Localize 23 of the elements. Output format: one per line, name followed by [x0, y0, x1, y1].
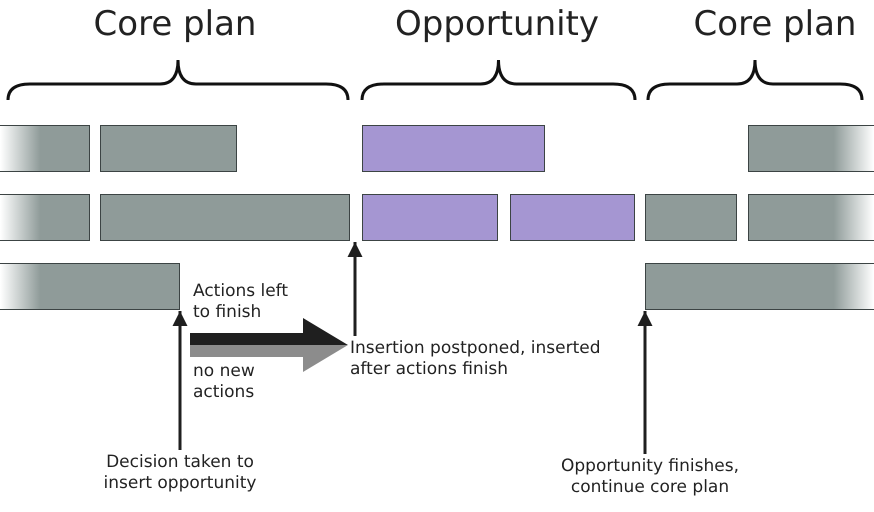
- task-bar: [0, 125, 90, 172]
- task-bar: [100, 125, 237, 172]
- task-bar: [510, 194, 635, 241]
- task-bar: [362, 125, 545, 172]
- task-bar: [0, 263, 180, 310]
- task-bar: [0, 194, 90, 241]
- arrow: [348, 242, 362, 336]
- phase-heading: Core plan: [94, 4, 256, 44]
- phase-heading: Core plan: [694, 4, 856, 44]
- annotation-text: Decision taken to insert opportunity: [80, 452, 280, 494]
- task-bar: [645, 263, 874, 310]
- task-bar: [362, 194, 498, 241]
- task-bar: [645, 194, 737, 241]
- thick-arrow: [190, 345, 348, 372]
- annotation-text: Insertion postponed, inserted after actions finish: [350, 338, 630, 380]
- task-bar: [100, 194, 350, 241]
- task-bar: [748, 194, 874, 241]
- thick-arrow: [190, 318, 348, 345]
- phase-heading: Opportunity: [394, 4, 600, 44]
- task-bar: [748, 125, 874, 172]
- arrow: [638, 311, 652, 454]
- annotation-text: Opportunity finishes, continue core plan: [540, 456, 760, 498]
- arrow: [172, 311, 188, 450]
